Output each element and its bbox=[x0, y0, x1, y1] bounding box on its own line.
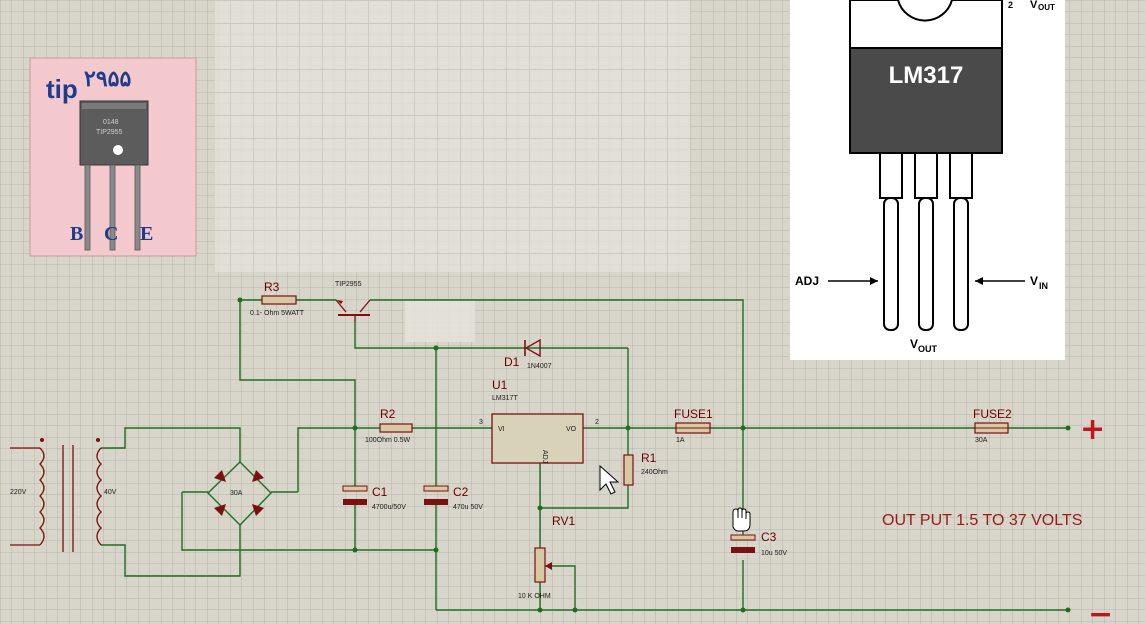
u1-pin-num-in: 3 bbox=[479, 419, 483, 426]
transistor-q1[interactable]: TIP2955 bbox=[335, 281, 371, 322]
lm317-photo: LM317 ADJ V IN V OUT 2 V OUT bbox=[790, 0, 1065, 360]
r1-ref: R1 bbox=[641, 451, 657, 465]
mounting-hole-icon bbox=[113, 145, 123, 155]
tip-title-digits: ۲۹۵۵ bbox=[84, 66, 131, 91]
c1-value: 4700u/50V bbox=[372, 504, 406, 511]
lm317-part-label: LM317 bbox=[889, 62, 964, 89]
lm317-top-pin-num: 2 bbox=[1008, 0, 1013, 10]
output-plus: + bbox=[1080, 412, 1105, 447]
rv1-value: 10 K OHM bbox=[518, 593, 551, 600]
lm317-vin-label: V bbox=[1030, 274, 1038, 288]
potentiometer-rv1[interactable]: RV1 10 K OHM bbox=[518, 514, 575, 600]
pin-label-e: E bbox=[140, 223, 153, 245]
lm317-top-vout: V bbox=[1030, 0, 1038, 11]
q1-value: TIP2955 bbox=[335, 281, 362, 288]
resistor-r2[interactable]: R2 100Ohm 0.5W bbox=[365, 407, 413, 444]
fuse1-value: 1A bbox=[676, 437, 685, 444]
arrow-right-icon bbox=[870, 277, 878, 285]
c2-value: 470u 50V bbox=[453, 504, 483, 511]
capacitor-c1[interactable]: C1 4700u/50V bbox=[342, 485, 406, 511]
r3-value: 0.1- Ohm 5WATT bbox=[250, 310, 305, 317]
junction-dots bbox=[237, 297, 1071, 613]
r2-value: 100Ohm 0.5W bbox=[365, 437, 411, 444]
u1-value: LM317T bbox=[492, 395, 518, 402]
tip-marking-1: 0148 bbox=[103, 119, 119, 126]
fuse1-ref: FUSE1 bbox=[674, 407, 713, 421]
u1-pin-num-out: 2 bbox=[595, 419, 599, 426]
resistor-r1[interactable]: R1 240Ohm bbox=[623, 451, 668, 486]
hand-cursor-icon bbox=[732, 507, 751, 532]
output-minus: − bbox=[1088, 597, 1113, 624]
lm317-vout-label: V bbox=[910, 337, 918, 351]
tip-title-latin: tip bbox=[46, 74, 78, 104]
capacitor-c2[interactable]: C2 470u 50V bbox=[423, 485, 483, 511]
wires bbox=[101, 299, 1068, 611]
transformer-tr1[interactable]: 220V 40V bbox=[10, 438, 117, 552]
u1-pin-in: VI bbox=[498, 426, 505, 433]
bridge-rectifier[interactable]: 30A bbox=[182, 461, 298, 526]
c1-ref: C1 bbox=[372, 485, 388, 499]
rv1-ref: RV1 bbox=[552, 514, 575, 528]
fuse-fuse2[interactable]: FUSE2 30A bbox=[973, 407, 1012, 444]
lm317-vout-sub: OUT bbox=[918, 344, 938, 354]
u1-pin-adj: ADJ bbox=[541, 450, 548, 463]
lm317-adj-label: ADJ bbox=[795, 274, 819, 288]
lm317-vin-sub: IN bbox=[1039, 281, 1048, 291]
r2-ref: R2 bbox=[380, 407, 396, 421]
fuse2-value: 30A bbox=[975, 437, 988, 444]
capacitor-c3[interactable]: C3 10u 50V bbox=[730, 530, 787, 557]
pin-label-b: B bbox=[70, 223, 83, 245]
transformer-primary: 220V bbox=[10, 489, 27, 496]
faded-patch bbox=[405, 300, 475, 342]
tip-marking-2: TIP2955 bbox=[96, 129, 123, 136]
diode-d1[interactable]: D1 1N4007 bbox=[504, 338, 552, 370]
u1-pin-out: VO bbox=[566, 426, 577, 433]
output-range-note: OUT PUT 1.5 TO 37 VOLTS bbox=[882, 512, 1082, 529]
pin-label-c: C bbox=[104, 223, 118, 245]
output-plus-terminal[interactable]: + bbox=[1080, 412, 1105, 447]
fuse2-ref: FUSE2 bbox=[973, 407, 1012, 421]
resistor-r3[interactable]: R3 0.1- Ohm 5WATT bbox=[250, 280, 305, 317]
transformer-secondary: 40V bbox=[104, 489, 117, 496]
tip2955-photo: tip ۲۹۵۵ 0148 TIP2955 B C E bbox=[29, 57, 197, 257]
mouse-pointer-icon bbox=[599, 464, 620, 495]
regulator-u1[interactable]: U1 LM317T VI VO ADJ 3 2 bbox=[479, 378, 599, 464]
d1-ref: D1 bbox=[504, 355, 520, 369]
c3-ref: C3 bbox=[761, 530, 777, 544]
c3-value: 10u 50V bbox=[761, 550, 787, 557]
lm317-top-vout-sub: OUT bbox=[1038, 3, 1055, 12]
arrow-left-icon bbox=[975, 277, 983, 285]
fuse-fuse1[interactable]: FUSE1 1A bbox=[674, 407, 713, 444]
d1-value: 1N4007 bbox=[527, 363, 552, 370]
faded-region-grid bbox=[215, 0, 690, 272]
primary-wires bbox=[10, 447, 40, 546]
r1-value: 240Ohm bbox=[641, 469, 668, 476]
r3-ref: R3 bbox=[264, 280, 280, 294]
bridge-value: 30A bbox=[230, 490, 243, 497]
c2-ref: C2 bbox=[453, 485, 469, 499]
output-minus-terminal[interactable]: − bbox=[1088, 597, 1113, 624]
u1-ref: U1 bbox=[492, 378, 508, 392]
